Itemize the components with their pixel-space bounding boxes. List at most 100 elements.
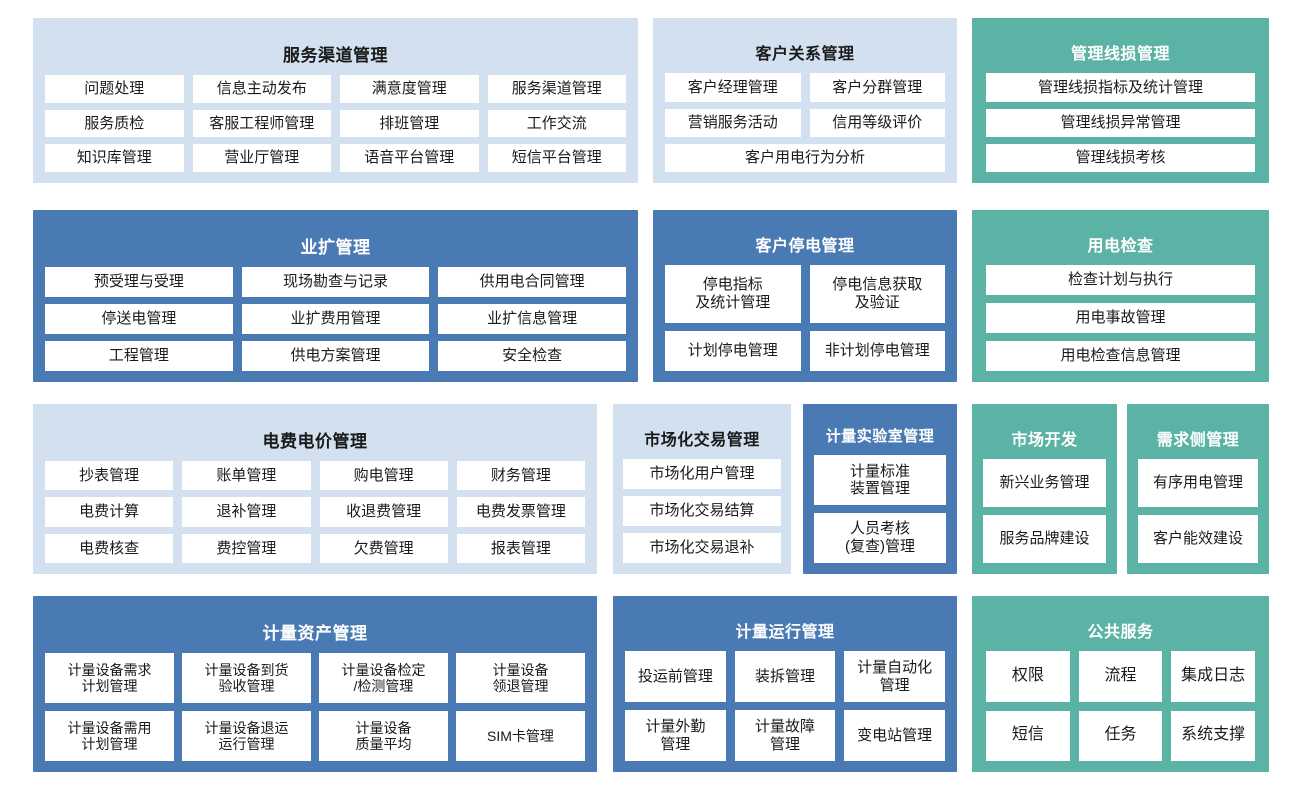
tile-site-survey-and-record[interactable]: 现场勘查与记录 — [241, 267, 430, 298]
panel-title-demand-side-management: 需求侧管理 — [1156, 432, 1240, 450]
tile-metering-field-work-management[interactable]: 计量外勤 管理 — [625, 710, 726, 761]
panel-title-customer-outage-management: 客户停电管理 — [755, 238, 855, 256]
tile-sms[interactable]: 短信 — [986, 710, 1070, 761]
tile-outage-indicator-statistics[interactable]: 停电指标 及统计管理 — [665, 265, 801, 323]
panel-title-metering-asset-management: 计量资产管理 — [262, 624, 368, 644]
tile-meter-reading-management[interactable]: 抄表管理 — [45, 461, 174, 491]
tile-arrears-management[interactable]: 欠费管理 — [319, 533, 448, 563]
tile-staff-assessment-review-management[interactable]: 人员考核 (复查)管理 — [814, 513, 946, 563]
tile-emerging-business-management[interactable]: 新兴业务管理 — [983, 459, 1106, 508]
tile-market-trading-refund[interactable]: 市场化交易退补 — [623, 533, 781, 563]
tile-electricity-fee-audit[interactable]: 电费核查 — [45, 533, 174, 563]
tile-finance-management[interactable]: 财务管理 — [456, 461, 585, 491]
tile-grid-management-line-loss: 管理线损指标及统计管理 管理线损异常管理 管理线损考核 — [986, 73, 1255, 172]
tile-electricity-fee-calculation[interactable]: 电费计算 — [45, 497, 174, 527]
panel-public-service: 公共服务 权限 流程 集成日志 短信 任务 系统支撑 — [972, 596, 1269, 772]
tile-device-retirement-operation-management[interactable]: 计量设备退运 运行管理 — [182, 711, 311, 761]
panel-title-business-expansion-management: 业扩管理 — [300, 238, 371, 258]
tile-expansion-info-management[interactable]: 业扩信息管理 — [438, 304, 626, 335]
tile-device-verification-testing-management[interactable]: 计量设备检定 /检测管理 — [319, 653, 448, 704]
panel-title-tariff-and-pricing-management: 电费电价管理 — [262, 432, 368, 452]
tile-service-channel-management[interactable]: 服务渠道管理 — [487, 75, 626, 103]
tile-electricity-invoice-management[interactable]: 电费发票管理 — [456, 497, 585, 527]
tile-metering-automation-management[interactable]: 计量自动化 管理 — [844, 651, 945, 703]
panel-service-channel-management: 服务渠道管理 问题处理 信息主动发布 满意度管理 服务渠道管理 服务质检 客服工… — [33, 18, 638, 183]
tile-sim-card-management[interactable]: SIM卡管理 — [456, 711, 585, 761]
tile-line-loss-exception-management[interactable]: 管理线损异常管理 — [986, 108, 1255, 137]
tile-customer-segmentation-management[interactable]: 客户分群管理 — [809, 73, 945, 102]
tile-bill-management[interactable]: 账单管理 — [182, 461, 311, 491]
tile-market-trading-settlement[interactable]: 市场化交易结算 — [623, 496, 781, 527]
tile-metering-fault-management[interactable]: 计量故障 管理 — [734, 710, 836, 761]
tile-line-loss-assessment[interactable]: 管理线损考核 — [986, 143, 1255, 172]
tile-sms-platform-management[interactable]: 短信平台管理 — [487, 144, 626, 172]
tile-pre-commissioning-management[interactable]: 投运前管理 — [625, 651, 726, 703]
tile-customer-energy-efficiency-building[interactable]: 客户能效建设 — [1138, 515, 1258, 563]
tile-inspection-info-management[interactable]: 用电检查信息管理 — [986, 341, 1255, 371]
tile-power-cutoff-restore-management[interactable]: 停送电管理 — [45, 304, 233, 335]
tile-proactive-info-release[interactable]: 信息主动发布 — [192, 75, 331, 103]
panel-customer-relationship-management: 客户关系管理 客户经理管理 客户分群管理 营销服务活动 信用等级评价 客户用电行… — [653, 18, 957, 183]
tile-issue-handling[interactable]: 问题处理 — [45, 75, 184, 103]
tile-install-removal-management[interactable]: 装拆管理 — [734, 651, 836, 703]
tile-line-loss-indicator-statistics[interactable]: 管理线损指标及统计管理 — [986, 73, 1255, 102]
tile-workflow[interactable]: 流程 — [1078, 651, 1163, 702]
tile-permissions[interactable]: 权限 — [986, 651, 1070, 702]
tile-account-manager-management[interactable]: 客户经理管理 — [665, 73, 801, 102]
tile-grid-metering-assets: 计量设备需求 计划管理 计量设备到货 验收管理 计量设备检定 /检测管理 计量设… — [45, 653, 585, 761]
tile-task[interactable]: 任务 — [1078, 710, 1163, 761]
tile-integration-log[interactable]: 集成日志 — [1171, 651, 1255, 702]
tile-grid-power-inspection: 检查计划与执行 用电事故管理 用电检查信息管理 — [986, 265, 1255, 371]
tile-service-brand-building[interactable]: 服务品牌建设 — [983, 515, 1106, 563]
tile-grid-customer-outage: 停电指标 及统计管理 停电信息获取 及验证 计划停电管理 非计划停电管理 — [665, 265, 945, 371]
tile-inspection-plan-execution[interactable]: 检查计划与执行 — [986, 265, 1255, 296]
tile-device-arrival-acceptance-management[interactable]: 计量设备到货 验收管理 — [182, 653, 311, 704]
tile-market-user-management[interactable]: 市场化用户管理 — [623, 459, 781, 490]
tile-service-quality-inspection[interactable]: 服务质检 — [45, 109, 184, 138]
panel-title-customer-relationship-management: 客户关系管理 — [755, 46, 855, 64]
tile-safety-inspection[interactable]: 安全检查 — [438, 341, 626, 371]
panel-business-expansion-management: 业扩管理 预受理与受理 现场勘查与记录 供用电合同管理 停送电管理 业扩费用管理… — [33, 210, 638, 382]
tile-metering-standard-device-management[interactable]: 计量标准 装置管理 — [814, 455, 946, 506]
panel-market-trading-management: 市场化交易管理 市场化用户管理 市场化交易结算 市场化交易退补 — [613, 404, 791, 574]
tile-charge-refund-management[interactable]: 收退费管理 — [319, 497, 448, 527]
tile-work-communication[interactable]: 工作交流 — [487, 109, 626, 138]
tile-device-quality-average[interactable]: 计量设备 质量平均 — [319, 711, 448, 761]
tile-credit-rating-evaluation[interactable]: 信用等级评价 — [809, 108, 945, 137]
tile-business-hall-management[interactable]: 营业厅管理 — [192, 144, 331, 172]
tile-voice-platform-management[interactable]: 语音平台管理 — [340, 144, 479, 172]
panel-tariff-and-pricing-management: 电费电价管理 抄表管理 账单管理 购电管理 财务管理 电费计算 退补管理 收退费… — [33, 404, 597, 574]
tile-device-demand-plan-management[interactable]: 计量设备需求 计划管理 — [45, 653, 174, 704]
tile-pre-acceptance-and-acceptance[interactable]: 预受理与受理 — [45, 267, 233, 298]
tile-satisfaction-management[interactable]: 满意度管理 — [340, 75, 479, 103]
tile-system-support[interactable]: 系统支撑 — [1171, 710, 1255, 761]
tile-knowledge-base-management[interactable]: 知识库管理 — [45, 144, 184, 172]
tile-fee-control-management[interactable]: 费控管理 — [182, 533, 311, 563]
tile-expansion-fee-management[interactable]: 业扩费用管理 — [241, 304, 430, 335]
tile-outage-info-acquisition-verification[interactable]: 停电信息获取 及验证 — [809, 265, 945, 323]
panel-management-line-loss: 管理线损管理 管理线损指标及统计管理 管理线损异常管理 管理线损考核 — [972, 18, 1269, 183]
tile-marketing-service-activity[interactable]: 营销服务活动 — [665, 108, 801, 137]
tile-power-supply-contract-management[interactable]: 供用电合同管理 — [438, 267, 626, 298]
panel-metering-asset-management: 计量资产管理 计量设备需求 计划管理 计量设备到货 验收管理 计量设备检定 /检… — [33, 596, 597, 772]
tile-grid-business-expansion: 预受理与受理 现场勘查与记录 供用电合同管理 停送电管理 业扩费用管理 业扩信息… — [45, 267, 626, 371]
panel-customer-outage-management: 客户停电管理 停电指标 及统计管理 停电信息获取 及验证 计划停电管理 非计划停… — [653, 210, 957, 382]
tile-power-purchase-management[interactable]: 购电管理 — [319, 461, 448, 491]
tile-service-engineer-management[interactable]: 客服工程师管理 — [192, 109, 331, 138]
tile-unplanned-outage-management[interactable]: 非计划停电管理 — [809, 330, 945, 371]
tile-report-management[interactable]: 报表管理 — [456, 533, 585, 563]
tile-project-management[interactable]: 工程管理 — [45, 341, 233, 371]
tile-substation-management[interactable]: 变电站管理 — [844, 710, 945, 761]
tile-refund-supplement-management[interactable]: 退补管理 — [182, 497, 311, 527]
tile-power-accident-management[interactable]: 用电事故管理 — [986, 303, 1255, 334]
tile-customer-electricity-behavior-analysis[interactable]: 客户用电行为分析 — [665, 143, 945, 172]
tile-device-issue-return-management[interactable]: 计量设备 领退管理 — [456, 653, 585, 704]
panel-title-management-line-loss: 管理线损管理 — [1070, 46, 1170, 64]
tile-planned-outage-management[interactable]: 计划停电管理 — [665, 330, 801, 371]
tile-device-requirement-plan-management[interactable]: 计量设备需用 计划管理 — [45, 711, 174, 761]
tile-shift-scheduling-management[interactable]: 排班管理 — [340, 109, 479, 138]
tile-power-supply-scheme-management[interactable]: 供电方案管理 — [241, 341, 430, 371]
panel-power-utilization-inspection: 用电检查 检查计划与执行 用电事故管理 用电检查信息管理 — [972, 210, 1269, 382]
tile-orderly-power-use-management[interactable]: 有序用电管理 — [1138, 459, 1258, 508]
